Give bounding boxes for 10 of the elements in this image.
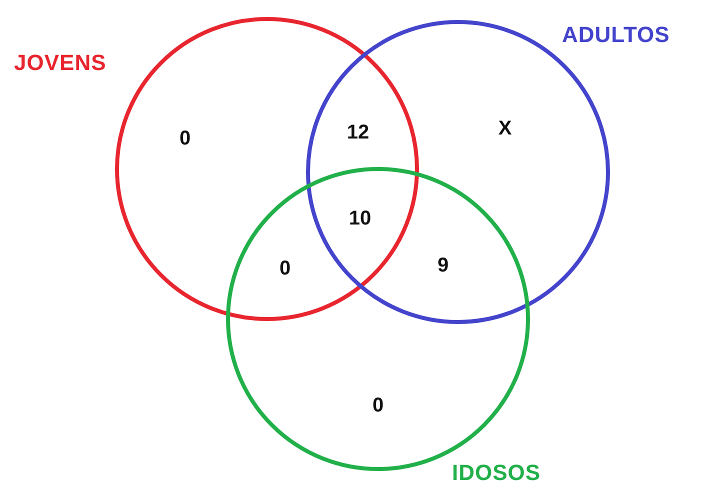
region-count: 9	[437, 254, 449, 278]
region-count: 0	[279, 258, 291, 280]
region-count: 0	[179, 128, 191, 150]
set-label: IDOSOS	[452, 460, 541, 486]
region-count: 10	[348, 208, 372, 230]
set-label: JOVENS	[14, 50, 106, 76]
region-count: 0	[372, 394, 384, 418]
set-label: ADULTOS	[562, 22, 670, 48]
region-count: X	[498, 118, 512, 140]
region-count: 12	[346, 122, 370, 144]
